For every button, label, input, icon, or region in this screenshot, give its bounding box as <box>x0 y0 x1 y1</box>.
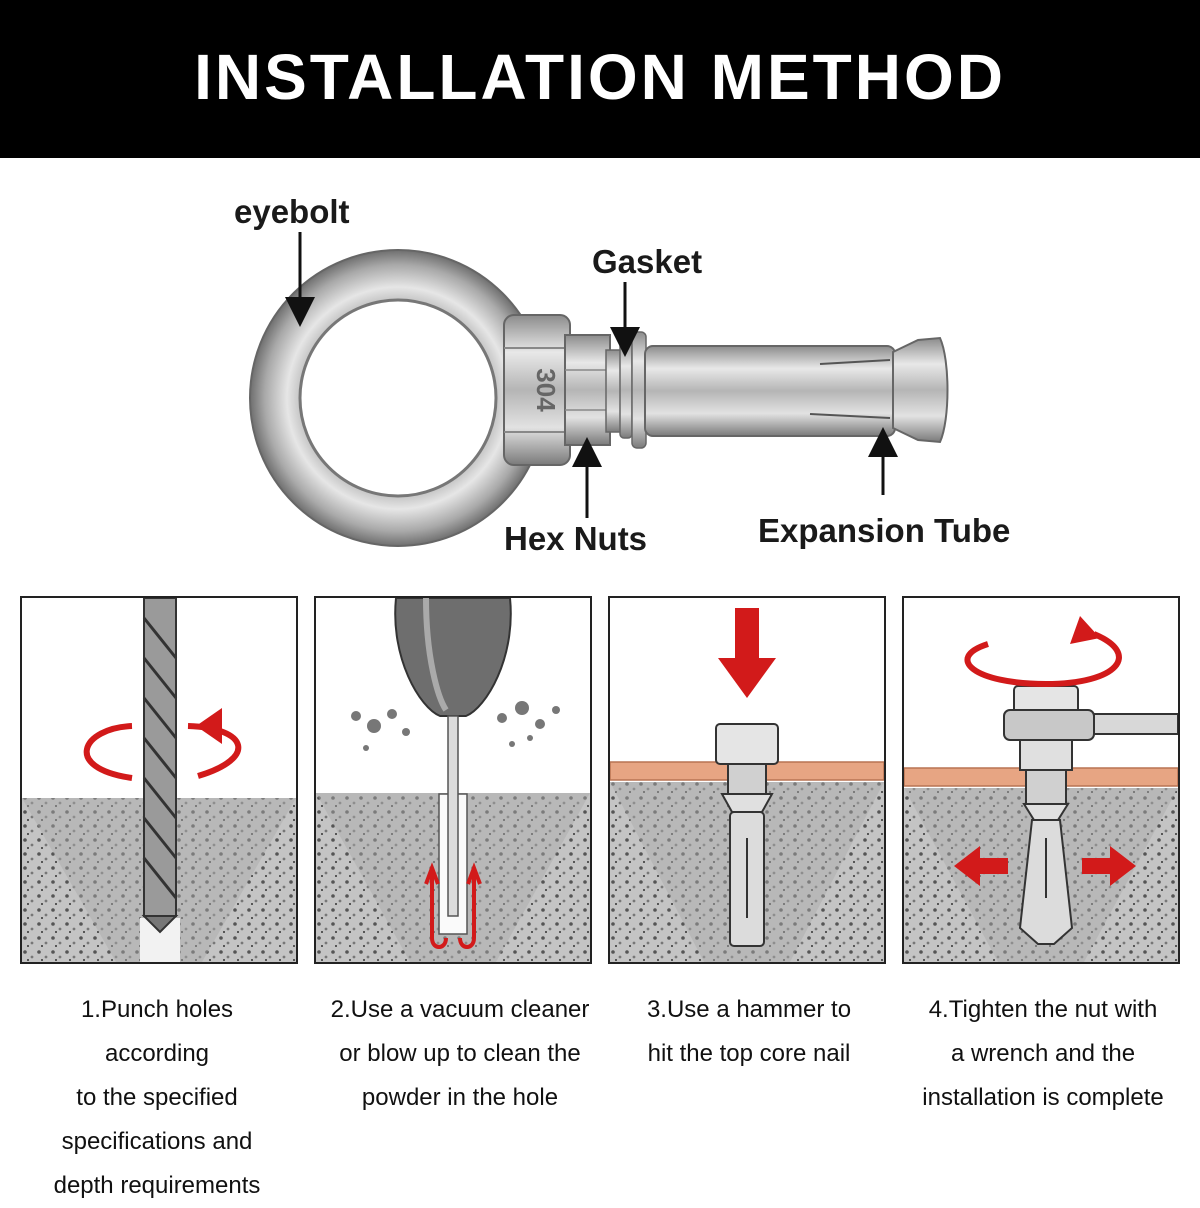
step-2-caption: 2.Use a vacuum cleaner or blow up to cle… <box>302 988 618 1120</box>
ring-marking: 304 <box>531 368 561 412</box>
eyebolt-ring <box>249 249 547 547</box>
anchor-bolt <box>715 723 779 947</box>
airflow-arrow <box>424 862 440 938</box>
gasket-washers <box>619 331 647 449</box>
step-4-line: a wrench and the <box>950 1040 1136 1067</box>
hex-nut <box>564 334 622 446</box>
air-blower <box>394 598 512 917</box>
step-1-line: depth requirements <box>53 1172 261 1199</box>
step-4-line: installation is complete <box>922 1084 1164 1111</box>
step-3-line: hit the top core nail <box>647 1040 851 1067</box>
rotation-arrow <box>964 616 1122 688</box>
gasket-label: Gasket <box>592 243 703 280</box>
step-3-caption: 3.Use a hammer to hit the top core nail <box>620 988 878 1076</box>
step-1-line: according <box>104 1040 210 1067</box>
hardware-illustration: 304 eyebolt Gasket Hex Nuts Expansion Tu… <box>0 158 1200 588</box>
step-2-line: 2.Use a vacuum cleaner <box>330 996 590 1023</box>
step-2-line: or blow up to clean the <box>339 1040 581 1067</box>
drill-bit <box>141 598 179 934</box>
eyebolt-label: eyebolt <box>234 193 350 230</box>
expansion-tube-label: Expansion Tube <box>758 512 1011 549</box>
step-4-panel <box>902 596 1180 964</box>
dust-particles <box>351 701 560 751</box>
step-1-line: 1.Punch holes <box>80 996 234 1023</box>
expansion-tube <box>644 336 949 444</box>
hammer-arrow <box>718 608 776 698</box>
rotation-arrow <box>83 723 133 781</box>
eyebolt-collar: 304 <box>503 314 571 466</box>
page-title: INSTALLATION METHOD <box>194 41 1006 113</box>
expansion-arrows <box>954 846 1136 886</box>
wrench <box>1003 685 1178 741</box>
step-1-line: specifications and <box>61 1128 253 1155</box>
step-1-panel <box>20 596 298 964</box>
anchor-bolt-drawing: 304 <box>249 232 949 547</box>
step-1-caption: 1.Punch holes according to the specified… <box>16 988 298 1208</box>
step-3-panel <box>608 596 886 964</box>
step-2-panel <box>314 596 592 964</box>
step-2-line: powder in the hole <box>361 1084 559 1111</box>
step-4-caption: 4.Tighten the nut with a wrench and the … <box>894 988 1192 1120</box>
title-banner: INSTALLATION METHOD <box>0 0 1200 158</box>
step-1-line: to the specified <box>76 1084 238 1111</box>
anchor-bolt-expanded <box>1018 739 1074 945</box>
step-4-line: 4.Tighten the nut with <box>928 996 1158 1023</box>
step-3-line: 3.Use a hammer to <box>646 996 852 1023</box>
hex-nuts-label: Hex Nuts <box>504 520 648 557</box>
